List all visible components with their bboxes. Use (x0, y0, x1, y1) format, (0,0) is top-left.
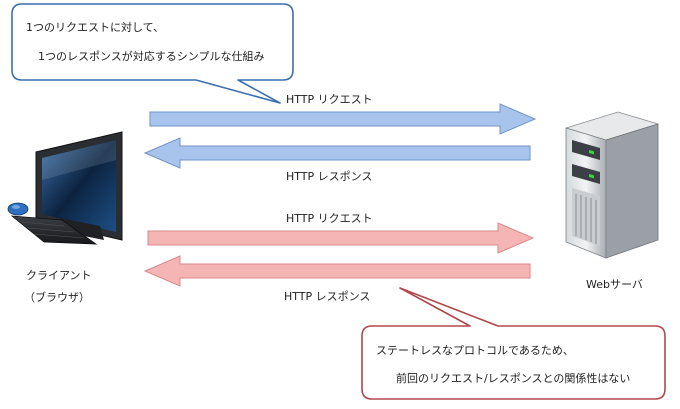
client-label-line2: （ブラウザ） (24, 291, 90, 304)
callout-bottom (361, 287, 666, 400)
arrow-request-1 (149, 103, 537, 135)
arrow-response-1-label: HTTP レスポンス (286, 170, 373, 183)
server-tower-icon (564, 111, 660, 259)
callout-bottom-line2: 前回のリクエスト/レスポンスとの関係性はない (396, 372, 631, 385)
callout-bottom-line1: ステートレスなプロトコルであるため、 (376, 344, 574, 357)
callout-top-line1: 1つのリクエストに対して、 (26, 21, 165, 34)
arrow-response-2 (143, 255, 531, 287)
callout-top (11, 3, 294, 104)
server-label: Webサーバ (586, 278, 643, 291)
desktop-computer-icon (7, 131, 123, 245)
arrow-response-2-label: HTTP レスポンス (284, 290, 371, 303)
arrow-request-2 (147, 222, 535, 254)
client-label-line1: クライアント (26, 269, 92, 282)
callout-top-bubble (11, 3, 294, 104)
arrow-request-1-label: HTTP リクエスト (286, 93, 373, 106)
callout-top-line2: 1つのレスポンスが対応するシンプルな仕組み (38, 50, 265, 63)
callout-bottom-bubble (361, 287, 666, 400)
arrow-response-1 (143, 137, 531, 169)
arrow-request-2-label: HTTP リクエスト (286, 212, 373, 225)
